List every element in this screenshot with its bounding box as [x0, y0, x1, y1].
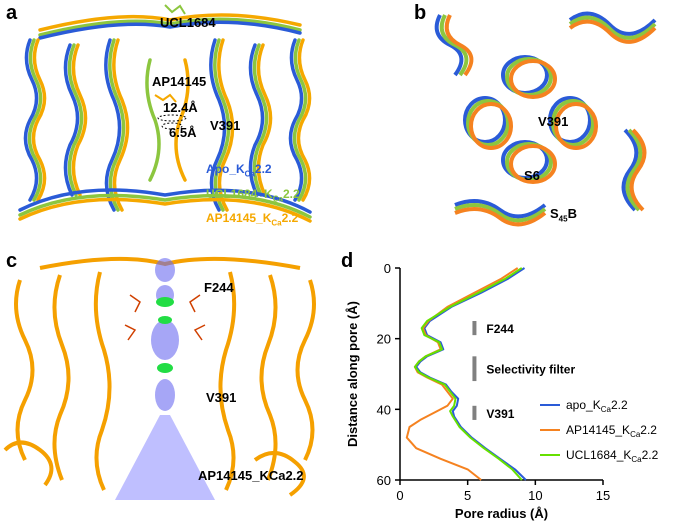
legend-label-0: apo_KCa2.2	[566, 398, 628, 414]
series-line-2	[413, 267, 523, 481]
panel-b: b V391 S6 S45B	[410, 0, 685, 240]
annotation-label-2: V391	[486, 407, 514, 421]
legend-ucl1684: UCL1684_KCa2.2	[206, 187, 300, 204]
x-tick-label: 5	[464, 488, 471, 503]
x-axis-label: Pore radius (Å)	[455, 506, 548, 521]
distance-12-4-label: 12.4Å	[163, 100, 198, 115]
y-axis-label: Distance along pore (Å)	[345, 301, 360, 447]
y-tick-label: 0	[384, 261, 391, 276]
panel-c-label: c	[6, 250, 18, 272]
panel-a: a UCL1684 AP14145 12.4Å 6.5Å V391 Apo_KC…	[0, 0, 330, 240]
ucl1684-label: UCL1684	[160, 15, 216, 30]
s45b-label: S45B	[550, 206, 577, 224]
y-tick-label: 60	[377, 473, 391, 488]
v391-label-c: V391	[206, 390, 237, 405]
x-tick-label: 10	[528, 488, 542, 503]
x-tick-label: 0	[396, 488, 403, 503]
protein-label-c: AP14145_KCa2.2	[198, 468, 304, 483]
v391-label-a: V391	[210, 118, 241, 133]
f244-label-c: F244	[204, 280, 234, 295]
annotation-label-0: F244	[486, 322, 514, 336]
s6-label: S6	[524, 168, 540, 183]
panel-d-label: d	[341, 250, 354, 272]
panel-a-structure	[18, 4, 312, 223]
panel-b-label: b	[414, 2, 427, 24]
ap14145-label: AP14145	[152, 74, 207, 89]
legend-ap14145: AP14145_KCa2.2	[206, 211, 299, 228]
legend-label-2: UCL1684_KCa2.2	[566, 448, 659, 464]
legend-label-1: AP14145_KCa2.2	[566, 423, 657, 439]
y-tick-label: 20	[377, 332, 391, 347]
x-tick-label: 15	[596, 488, 610, 503]
legend-apo: Apo_KCa2.2	[206, 162, 272, 179]
y-tick-label: 40	[377, 402, 391, 417]
distance-6-5-label: 6.5Å	[169, 125, 197, 140]
panel-c-structure	[3, 256, 316, 500]
panel-c: c F244 V391 AP14145_KCa2.2	[0, 250, 330, 520]
annotation-label-1: Selectivity filter	[486, 363, 575, 377]
panel-a-label: a	[6, 2, 18, 24]
v391-label-b: V391	[538, 114, 569, 129]
panel-b-structure	[434, 11, 657, 227]
